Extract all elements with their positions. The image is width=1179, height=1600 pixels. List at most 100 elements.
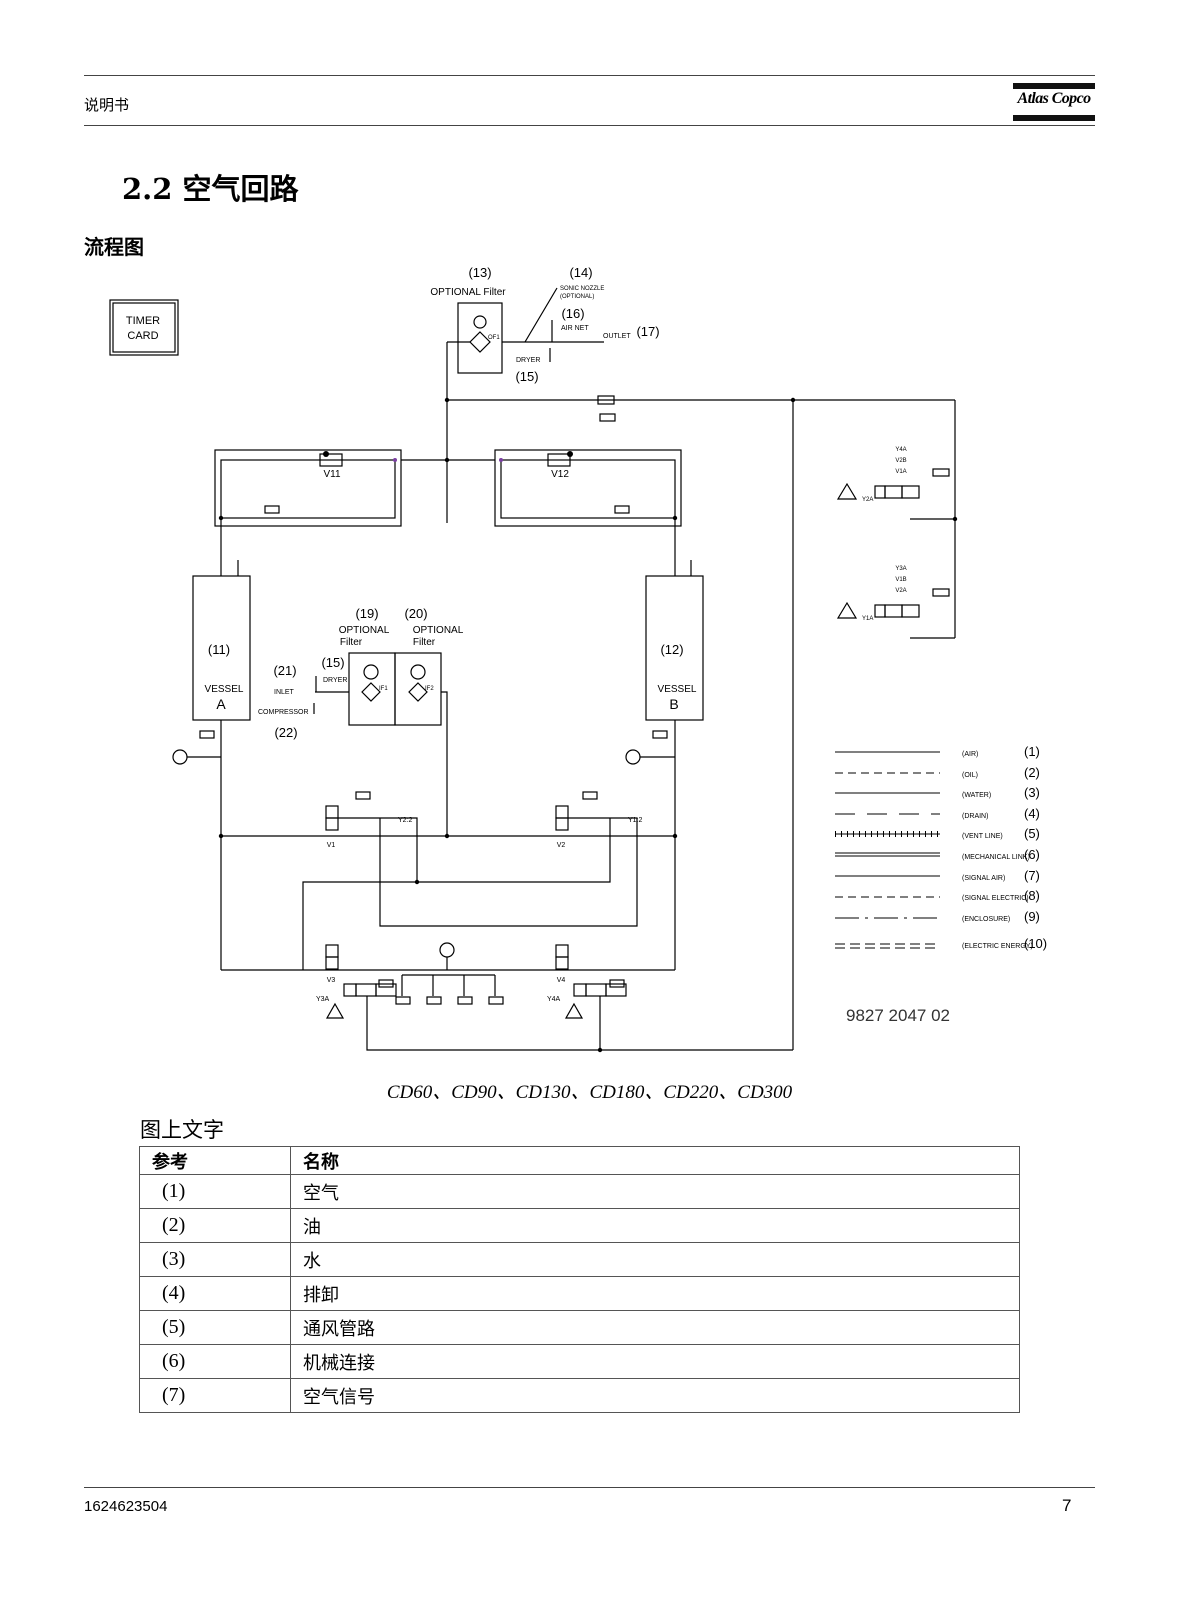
table-title: 图上文字 xyxy=(140,1118,224,1142)
label-if2: IF2 xyxy=(425,686,434,692)
legend-name-8: (SIGNAL ELECTRIC) xyxy=(962,895,1029,902)
air-circuit-diagram: TIMER CARD (13) OPTIONAL Filter (14) SON… xyxy=(109,265,1047,1053)
table-row: (5) 通风管路 xyxy=(139,1310,1020,1345)
row-ref: (3) xyxy=(139,1242,291,1277)
row-ref: (7) xyxy=(139,1378,291,1413)
section-subtitle: 流程图 xyxy=(84,235,144,259)
atlas-copco-logo: Atlas Copco xyxy=(1013,83,1095,125)
row-ref: (4) xyxy=(139,1276,291,1311)
row-ref: (2) xyxy=(139,1208,291,1243)
label-stack1-0: Y4A xyxy=(895,447,906,453)
label-n12: (12) xyxy=(660,642,683,657)
row-name: 通风管路 xyxy=(290,1310,1020,1345)
legend-num-5: (5) xyxy=(1024,826,1040,841)
legend-name-3: (WATER) xyxy=(962,792,991,799)
label-outlet: OUTLET xyxy=(603,333,631,340)
row-name: 水 xyxy=(290,1242,1020,1277)
row-name: 排卸 xyxy=(290,1276,1020,1311)
label-v3: V3 xyxy=(327,977,336,984)
label-optional-19: OPTIONAL xyxy=(339,625,390,636)
legend-num-10: (10) xyxy=(1024,936,1047,951)
row-ref: (1) xyxy=(139,1174,291,1209)
label-n15-top: (15) xyxy=(515,369,538,384)
table-row: (1) 空气 xyxy=(139,1174,1020,1209)
row-name: 油 xyxy=(290,1208,1020,1243)
legend-table: 参考 名称 (1) 空气 (2) 油 (3) 水 (4) 排卸 (5) 通风管路… xyxy=(139,1146,1020,1413)
row-name: 空气 xyxy=(290,1174,1020,1209)
legend-name-7: (SIGNAL AIR) xyxy=(962,875,1005,882)
label-stack1-1: V2B xyxy=(895,458,906,464)
label-n11: (11) xyxy=(208,642,230,657)
label-b: B xyxy=(669,696,678,712)
label-y2a: Y2A xyxy=(862,497,873,503)
label-n22: (22) xyxy=(274,725,297,740)
label-n14: (14) xyxy=(569,265,592,280)
label-n20: (20) xyxy=(404,606,427,621)
header-top-rule xyxy=(84,75,1095,76)
label-stack1-2: V1A xyxy=(895,469,906,475)
section-title: 2.2 空气回路 xyxy=(122,172,299,206)
label-stack2-1: V1B xyxy=(895,577,906,583)
label-filter-20: Filter xyxy=(413,637,436,648)
header-bottom-rule xyxy=(84,125,1095,126)
table-header-row: 参考 名称 xyxy=(139,1146,1020,1175)
label-y1a: Y1A xyxy=(862,616,873,622)
doc-number: 1624623504 xyxy=(84,1498,168,1515)
legend-name-4: (DRAIN) xyxy=(962,813,988,820)
legend-num-2: (2) xyxy=(1024,765,1040,780)
model-caption: CD60、CD90、CD130、CD180、CD220、CD300 xyxy=(386,1082,793,1103)
legend-name-6: (MECHANICAL LINK) xyxy=(962,854,1030,861)
label-filter-19: Filter xyxy=(340,637,363,648)
label-stack2-2: V2A xyxy=(895,588,906,594)
legend-name-5: (VENT LINE) xyxy=(962,833,1003,840)
label-stack2-0: Y3A xyxy=(895,566,906,572)
row-ref: (6) xyxy=(139,1344,291,1379)
legend-num-9: (9) xyxy=(1024,909,1040,924)
table-row: (7) 空气信号 xyxy=(139,1378,1020,1413)
label-vessel-b: VESSEL xyxy=(658,684,697,695)
label-inlet: INLET xyxy=(274,689,295,696)
header-ref: 参考 xyxy=(139,1146,291,1175)
label-of1: OF1 xyxy=(488,335,500,341)
label-v2: V2 xyxy=(557,842,566,849)
label-dryer-mid: DRYER xyxy=(323,677,347,684)
label-y22: Y2:2 xyxy=(398,817,413,824)
row-ref: (5) xyxy=(139,1310,291,1345)
header-name: 名称 xyxy=(290,1146,1020,1175)
label-v1: V1 xyxy=(327,842,336,849)
footer-rule xyxy=(84,1487,1095,1488)
legend-num-4: (4) xyxy=(1024,806,1040,821)
legend-name-2: (OIL) xyxy=(962,772,978,779)
row-name: 空气信号 xyxy=(290,1378,1020,1413)
label-y4a: Y4A xyxy=(547,996,561,1003)
legend-num-3: (3) xyxy=(1024,785,1040,800)
label-n15-mid: (15) xyxy=(321,655,344,670)
legend-num-7: (7) xyxy=(1024,868,1040,883)
legend-name-1: (AIR) xyxy=(962,751,978,758)
legend-name-10: (ELECTRIC ENERGY) xyxy=(962,943,1033,950)
label-optional-filter-top: OPTIONAL Filter xyxy=(430,287,506,298)
timer-card-line2: CARD xyxy=(127,330,158,342)
legend-num-1: (1) xyxy=(1024,744,1040,759)
label-sonic-2: (OPTIONAL) xyxy=(560,294,594,300)
label-air-net: AIR NET xyxy=(561,325,589,332)
label-n21: (21) xyxy=(273,663,296,678)
table-row: (6) 机械连接 xyxy=(139,1344,1020,1379)
label-a: A xyxy=(216,696,226,712)
table-row: (2) 油 xyxy=(139,1208,1020,1243)
legend-name-9: (ENCLOSURE) xyxy=(962,916,1010,923)
label-y12: Y1:2 xyxy=(628,817,643,824)
legend-num-6: (6) xyxy=(1024,847,1040,862)
drawing-number: 9827 2047 02 xyxy=(846,1006,950,1025)
label-n19: (19) xyxy=(355,606,378,621)
legend-num-8: (8) xyxy=(1024,888,1040,903)
page-number: 7 xyxy=(1062,1496,1072,1515)
label-optional-20: OPTIONAL xyxy=(413,625,464,636)
table-row: (3) 水 xyxy=(139,1242,1020,1277)
label-n13: (13) xyxy=(468,265,491,280)
label-y3a: Y3A xyxy=(316,996,330,1003)
table-row: (4) 排卸 xyxy=(139,1276,1020,1311)
label-compressor: COMPRESSOR xyxy=(258,709,309,716)
label-v11: V11 xyxy=(323,469,340,480)
label-dryer-top: DRYER xyxy=(516,357,540,364)
